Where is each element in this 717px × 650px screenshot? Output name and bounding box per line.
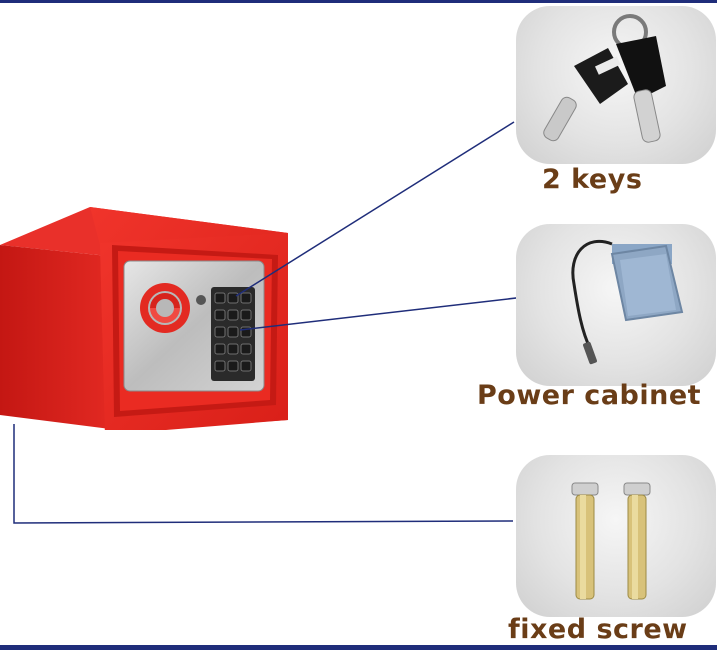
top-border (0, 0, 717, 3)
callout-line-power (239, 294, 543, 331)
keypad (211, 287, 255, 381)
callout-line-screw (13, 424, 514, 524)
battery-box-icon (571, 239, 684, 365)
safe-side (0, 245, 118, 430)
screw-label: fixed screw (508, 614, 688, 645)
bottom-border (0, 645, 717, 650)
keys-panel (516, 6, 716, 164)
screw-panel (516, 455, 716, 617)
keys-label: 2 keys (542, 164, 643, 195)
power-label: Power cabinet (477, 380, 702, 411)
keyhole-icon (196, 295, 206, 305)
keys-icon (543, 14, 666, 143)
knob-icon (140, 283, 190, 333)
power-panel (516, 224, 716, 386)
callout-line-keys (235, 121, 515, 297)
safe-illustration (0, 207, 288, 430)
expansion-screw-icon (571, 482, 651, 600)
